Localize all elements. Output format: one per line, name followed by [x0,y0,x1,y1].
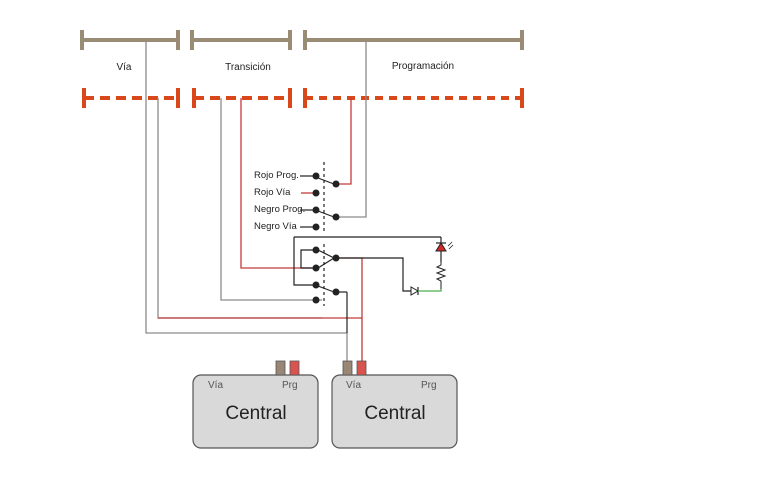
central-right-title: Central [364,403,425,424]
section-label-programacion: Programación [392,61,454,72]
black-wires [293,236,442,333]
switch-block [300,162,340,306]
track-dashed [82,88,524,108]
label-negro-prog: Negro Prog. [254,204,305,215]
led-icon [435,241,454,252]
section-label-via: Vía [116,62,131,73]
central-left-via-label: Vía [208,380,223,391]
plug-prg-left [289,360,300,376]
plug-via-left [275,360,286,376]
central-unit-left: Vía Prg Central [192,360,319,449]
green-wire [418,289,442,292]
label-rojo-via: Rojo Vía [254,187,291,198]
section-label-transicion: Transición [225,62,271,73]
label-rojo-prog: Rojo Prog. [254,170,299,181]
central-left-title: Central [225,403,286,424]
track-solid [80,30,524,50]
central-left-prg-label: Prg [282,380,298,391]
plug-via-right [342,360,353,376]
central-unit-right: Vía Prg Central [331,360,458,449]
central-right-prg-label: Prg [421,380,437,391]
switch-contacts [312,172,340,304]
plug-prg-right [356,360,367,376]
central-right-via-label: Vía [346,380,361,391]
label-negro-via: Negro Vía [254,221,297,232]
resistor-icon [435,262,447,290]
diode-icon [410,286,420,296]
